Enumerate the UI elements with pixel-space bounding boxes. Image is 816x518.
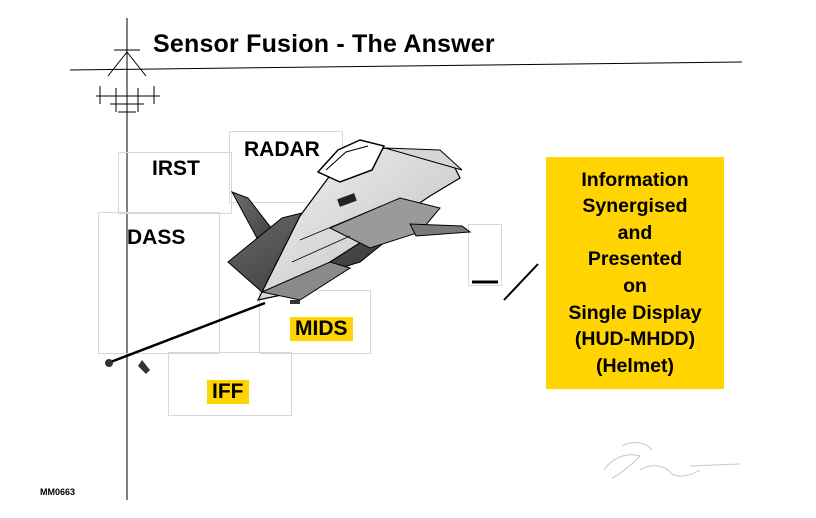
info-box: Information Synergised and Presented on … [546, 157, 724, 389]
info-line: (Helmet) [595, 354, 674, 377]
info-line: Presented [587, 248, 683, 271]
info-line: Single Display [568, 301, 702, 324]
sensor-label-dass: DASS [127, 226, 186, 249]
sensor-label-irst: IRST [152, 157, 200, 180]
info-line: on [623, 275, 647, 297]
link-box [468, 224, 502, 286]
document-code: MM0663 [40, 487, 76, 497]
sensor-label-iff: IFF [207, 380, 249, 405]
info-line: Synergised [582, 195, 688, 218]
dass-box [98, 212, 220, 354]
info-line: (HUD-MHDD) [574, 328, 696, 351]
info-line: Information [581, 168, 689, 191]
iff-box [168, 352, 292, 416]
sensor-label-mids: MIDS [290, 317, 353, 342]
sensor-label-radar: RADAR [244, 138, 320, 161]
page-title: Sensor Fusion - The Answer [153, 30, 495, 58]
info-line: and [617, 221, 653, 244]
irst-box [118, 152, 232, 214]
